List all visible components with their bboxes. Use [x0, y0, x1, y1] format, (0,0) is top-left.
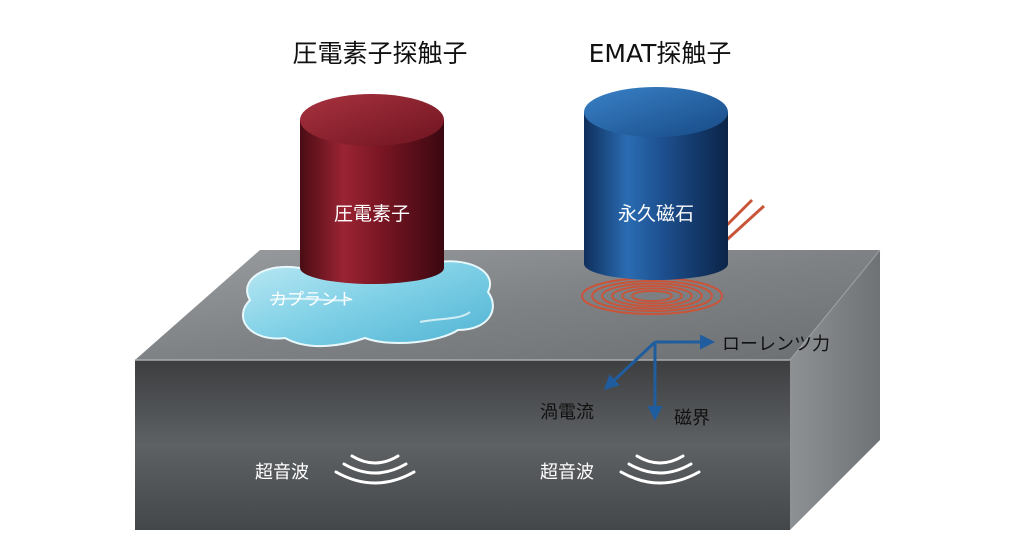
piezo-probe-title: 圧電素子探触子	[292, 39, 467, 68]
ultrasonic-right-label: 超音波	[540, 462, 594, 483]
couplant-label: カプラント	[270, 290, 355, 310]
ultrasonic-wave-right-icon	[619, 454, 701, 485]
permanent-magnet-label: 永久磁石	[618, 203, 694, 225]
permanent-magnet-cylinder	[584, 87, 728, 280]
piezo-element-cylinder	[300, 94, 444, 284]
force-arrows	[603, 334, 715, 421]
ultrasonic-left-label: 超音波	[255, 462, 309, 483]
block-front-face	[135, 360, 790, 530]
block-side-face	[790, 250, 880, 530]
ultrasonic-wave-left-icon	[334, 454, 416, 485]
lorentz-force-label: ローレンツ力	[722, 334, 830, 355]
eddy-current-label: 渦電流	[540, 402, 594, 423]
emat-probe-title: EMAT探触子	[589, 39, 732, 68]
piezo-element-label: 圧電素子	[334, 203, 410, 225]
magnetic-field-label: 磁界	[674, 408, 710, 429]
eddy-current-arrow	[603, 340, 657, 391]
